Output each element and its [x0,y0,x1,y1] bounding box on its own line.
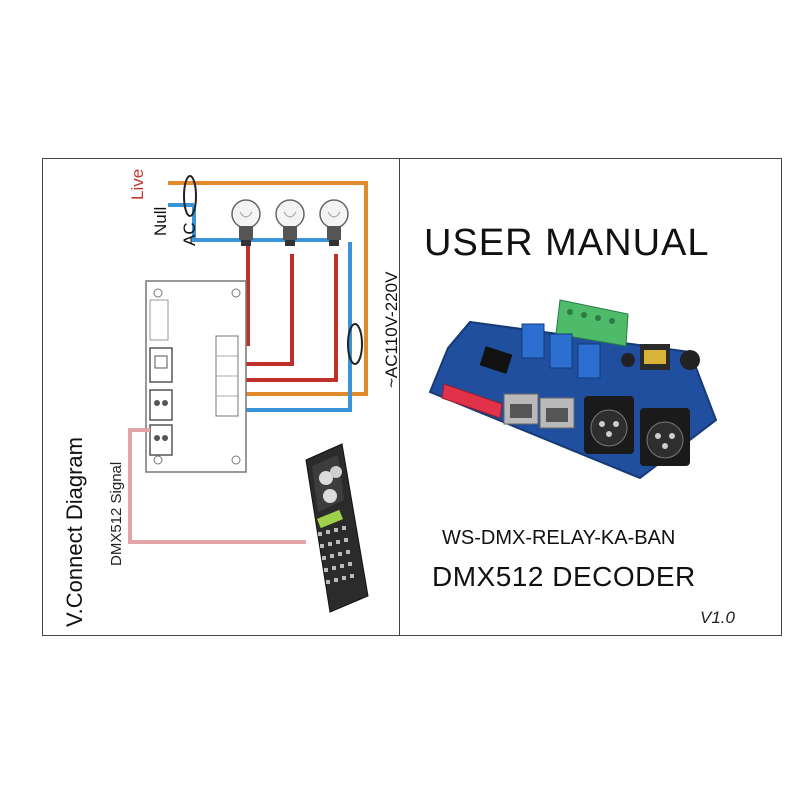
dmx-signal-wire [128,428,306,544]
bulb-icon [231,199,261,246]
product-name: DMX512 DECODER [432,561,696,592]
live-wire-label: Live [128,168,147,200]
manual-title: USER MANUAL [424,222,710,264]
voltage-label: ~AC110V-220V [382,271,401,388]
dmx-console-icon [305,443,369,613]
ac-cable-clamp [183,175,197,217]
page-divider [399,158,400,636]
decoder-product-photo [428,299,718,480]
decoder-board-outline [145,280,247,473]
bulb-icon [275,199,305,246]
model-number: WS-DMX-RELAY-KA-BAN [442,527,676,549]
null-wire-label: Null [151,206,170,236]
load-cable-clamp [347,323,363,365]
bulb-icon [319,199,349,246]
version-label: V1.0 [700,608,735,627]
diagram-title: V.Connect Diagram [62,437,87,627]
dmx-signal-label: DMX512 Signal [108,461,125,566]
ac-wire-label: AC [180,222,199,246]
page-frame [42,158,782,636]
